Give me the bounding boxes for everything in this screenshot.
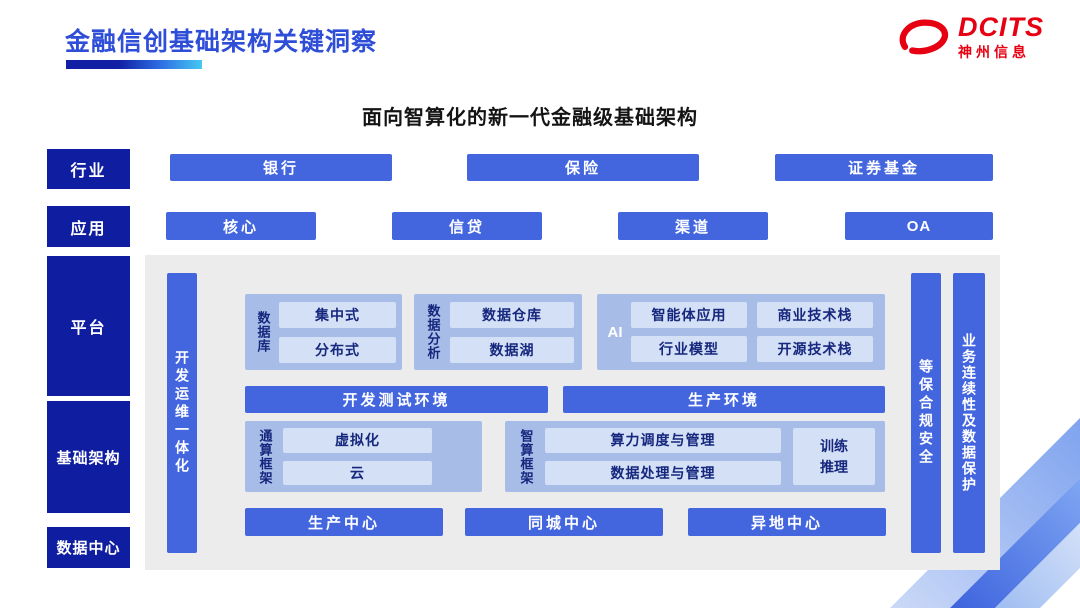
- vbar-devops: 开发运维一体化: [167, 273, 197, 553]
- item-training-inference: 训练推理: [793, 428, 875, 485]
- group-database: 数据库 集中式 分布式: [245, 294, 402, 370]
- group-intelligent-compute-label: 智算框架: [518, 428, 534, 485]
- item-agent-apps: 智能体应用: [631, 302, 747, 328]
- vbar-business-continuity: 业务连续性及数据保护: [953, 273, 985, 553]
- row-label-application: 应用: [47, 206, 130, 247]
- item-opensource-stack: 开源技术栈: [757, 336, 873, 362]
- item-data-processing: 数据处理与管理: [545, 460, 781, 485]
- page-title: 金融信创基础架构关键洞察: [65, 28, 378, 56]
- item-virtualization: 虚拟化: [283, 428, 432, 453]
- group-intelligent-compute: 智算框架 算力调度与管理 数据处理与管理 训练推理: [505, 421, 885, 492]
- row-label-platform: 平台: [47, 256, 130, 396]
- application-item-oa: OA: [845, 212, 993, 240]
- env-production: 生产环境: [563, 386, 885, 413]
- center-production: 生产中心: [245, 508, 443, 536]
- vbar-security-compliance: 等保合规安全: [911, 273, 941, 553]
- application-item-core: 核心: [166, 212, 316, 240]
- group-database-label: 数据库: [255, 311, 271, 353]
- industry-item-securities: 证券基金: [775, 154, 993, 181]
- application-item-credit: 信贷: [392, 212, 542, 240]
- env-dev-test: 开发测试环境: [245, 386, 548, 413]
- item-centralized: 集中式: [279, 301, 396, 328]
- logo-company-text: 神州信息: [958, 44, 1030, 60]
- item-data-warehouse: 数据仓库: [450, 301, 574, 328]
- row-label-datacenter: 数据中心: [47, 527, 130, 568]
- group-general-compute-label: 通算框架: [257, 428, 273, 485]
- item-cloud: 云: [283, 460, 432, 485]
- logo-brand-text: DCITS: [958, 12, 1044, 42]
- item-data-lake: 数据湖: [450, 336, 574, 363]
- diagram-subtitle: 面向智算化的新一代金融级基础架构: [362, 107, 698, 129]
- dcits-swoosh-icon: [899, 18, 949, 54]
- group-data-analytics: 数据分析 数据仓库 数据湖: [414, 294, 582, 370]
- group-analytics-label: 数据分析: [425, 304, 441, 360]
- group-ai: AI 智能体应用 商业技术栈 行业模型 开源技术栈: [597, 294, 885, 370]
- center-remote: 异地中心: [688, 508, 886, 536]
- item-commercial-stack: 商业技术栈: [757, 302, 873, 328]
- item-industry-models: 行业模型: [631, 336, 747, 362]
- title-underline: [66, 60, 202, 69]
- group-ai-label: AI: [607, 323, 623, 341]
- item-compute-scheduling: 算力调度与管理: [545, 428, 781, 453]
- industry-item-bank: 银行: [170, 154, 392, 181]
- row-label-infrastructure: 基础架构: [47, 401, 130, 513]
- application-item-channel: 渠道: [618, 212, 768, 240]
- dcits-logo: DCITS 神州信息: [896, 14, 1044, 59]
- center-same-city: 同城中心: [465, 508, 663, 536]
- row-label-industry: 行业: [47, 149, 130, 189]
- industry-item-insurance: 保险: [467, 154, 699, 181]
- group-general-compute: 通算框架 虚拟化 云: [245, 421, 482, 492]
- item-distributed: 分布式: [279, 336, 396, 363]
